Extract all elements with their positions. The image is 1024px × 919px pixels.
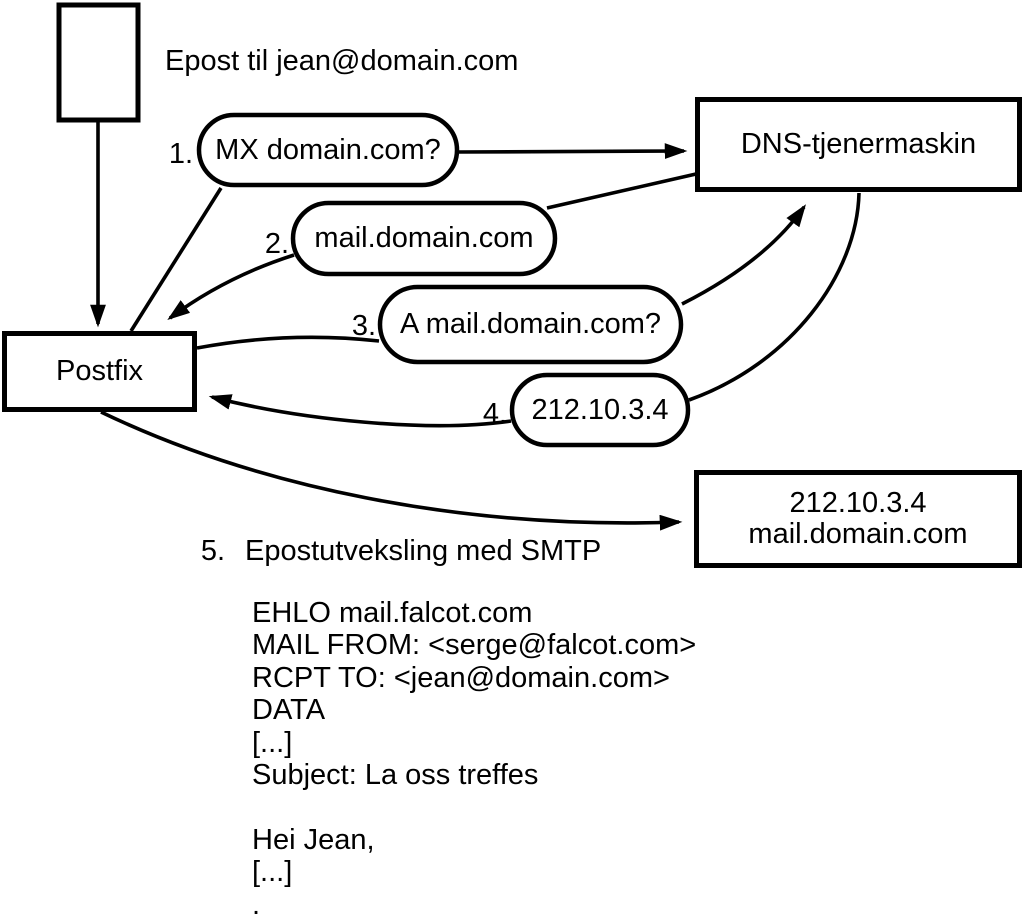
line-dns-to-mx-answer bbox=[546, 172, 697, 210]
dns-server-node-box bbox=[695, 97, 1022, 192]
step-number-5: 5. bbox=[200, 535, 225, 567]
mail-server-node-label: 212.10.3.4 mail.domain.com bbox=[694, 470, 1022, 568]
pill-mx-query bbox=[196, 112, 460, 188]
postfix-node-box bbox=[2, 331, 197, 412]
mail-server-node-box bbox=[694, 470, 1022, 568]
smtp-session-transcript: EHLO mail.falcot.com MAIL FROM: <serge@f… bbox=[252, 597, 697, 919]
step-5-caption: Epostutveksling med SMTP bbox=[245, 535, 602, 567]
pill-a-query bbox=[377, 284, 684, 365]
email-envelope-box bbox=[56, 2, 141, 123]
arrow-mx-answer-to-postfix bbox=[167, 253, 295, 321]
arrow-a-answer-to-postfix bbox=[208, 394, 512, 428]
diagram-title: Epost til jean@domain.com bbox=[165, 45, 519, 77]
step-number-4: 4. bbox=[482, 398, 507, 430]
step-number-3: 3. bbox=[351, 310, 376, 342]
line-dns-to-a-answer bbox=[688, 192, 861, 402]
pill-a-answer bbox=[509, 372, 691, 448]
postfix-node-label: Postfix bbox=[55, 355, 144, 387]
arrow-mx-query-to-dns bbox=[457, 143, 688, 160]
arrow-a-query-to-dns bbox=[681, 204, 806, 306]
line-postfix-to-mx-query bbox=[129, 187, 223, 332]
pill-mx-answer bbox=[290, 200, 558, 277]
step-number-2: 2. bbox=[264, 228, 289, 260]
line-postfix-to-a-query bbox=[196, 335, 380, 350]
pill-a-answer-label: 212.10.3.4 bbox=[531, 393, 669, 426]
mail-server-ip: 212.10.3.4 bbox=[789, 487, 927, 519]
pill-mx-answer-label: mail.domain.com bbox=[314, 222, 534, 254]
mail-server-hostname: mail.domain.com bbox=[748, 518, 968, 550]
arrow-postfix-to-mail-server bbox=[100, 410, 683, 531]
step-number-1: 1. bbox=[168, 138, 193, 170]
dns-server-node-label: DNS-tjenermaskin bbox=[740, 128, 977, 160]
pill-mx-query-label: MX domain.com? bbox=[215, 133, 441, 166]
pill-a-query-label: A mail.domain.com? bbox=[399, 308, 662, 340]
